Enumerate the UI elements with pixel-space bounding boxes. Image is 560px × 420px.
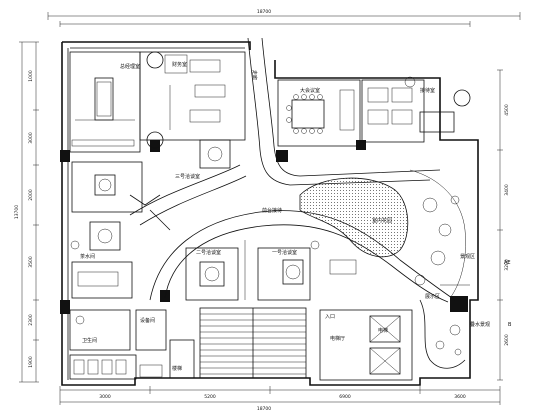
label-reception: 接待室: [420, 87, 435, 94]
label-equipment: 设备间: [140, 317, 155, 324]
meeting-room: [277, 76, 471, 147]
outer-walls: [60, 41, 479, 386]
label-lounge: 三号洽谈室: [175, 173, 200, 180]
dimension-left-seg-3: 2000: [28, 189, 34, 201]
label-lift: 电梯: [378, 327, 388, 334]
dimension-right-seg-1: 4500: [504, 104, 510, 116]
dimension-left-total: 13700: [14, 205, 20, 219]
label-toilet: 卫生间: [82, 337, 97, 344]
bottom-left-services: [69, 309, 195, 380]
dimension-right-seg-4: 2600: [504, 334, 510, 346]
elevator-hall: [319, 309, 413, 381]
label-landscape: 景观区: [460, 253, 475, 260]
stair: [199, 307, 307, 379]
left-lounge: [70, 139, 231, 299]
label-pantry: 茶水间: [80, 253, 95, 260]
dimension-bottom-seg-4: 3600: [454, 394, 466, 400]
dimension-bottom-total: 18700: [257, 406, 271, 412]
label-waterfall: 叠水景观: [470, 321, 490, 328]
upper-left-offices: [69, 51, 246, 153]
small-meeting-rooms: [185, 240, 357, 301]
dimension-left-seg-2: 3000: [28, 132, 34, 144]
dimension-lines: [19, 12, 521, 405]
label-ref-2: B: [508, 322, 512, 328]
label-office-b: 财务室: [172, 61, 187, 68]
dimension-left-seg-5: 2300: [28, 314, 34, 326]
bottom-right-landscape: [419, 284, 470, 369]
label-meeting: 大会议室: [300, 87, 320, 94]
label-office-a: 总经理室: [120, 63, 140, 70]
indoor-garden: [299, 169, 466, 299]
dimension-top-total: 18700: [257, 9, 271, 15]
curved-corridor: [129, 37, 456, 303]
dimension-right-seg-2: 3400: [504, 184, 510, 196]
label-corridor: 走廊: [251, 70, 258, 80]
label-garden: 室内花园: [372, 217, 392, 224]
label-entry: 入口: [325, 314, 335, 320]
dimension-bottom-seg-1: 3000: [99, 394, 111, 400]
label-ref-1: AE: [504, 260, 511, 266]
label-meeting-2: 二号洽谈室: [196, 249, 221, 256]
dimension-left-seg-6: 1900: [28, 356, 34, 368]
dimension-bottom-seg-2: 5200: [204, 394, 216, 400]
garden-pond: [299, 177, 409, 258]
dimension-left-seg-1: 1000: [28, 70, 34, 82]
dimension-left-seg-4: 3500: [28, 256, 34, 268]
label-meeting-3: 一号洽谈室: [272, 249, 297, 256]
dimension-right-seg-3: 3200: [504, 259, 510, 271]
label-elevator: 电梯厅: [330, 335, 345, 342]
label-exhibit: 展示区: [425, 294, 440, 300]
label-front-desk: 前台接待: [262, 207, 282, 214]
label-stair: 楼梯: [172, 365, 182, 372]
dimension-bottom-seg-3: 6900: [339, 394, 351, 400]
